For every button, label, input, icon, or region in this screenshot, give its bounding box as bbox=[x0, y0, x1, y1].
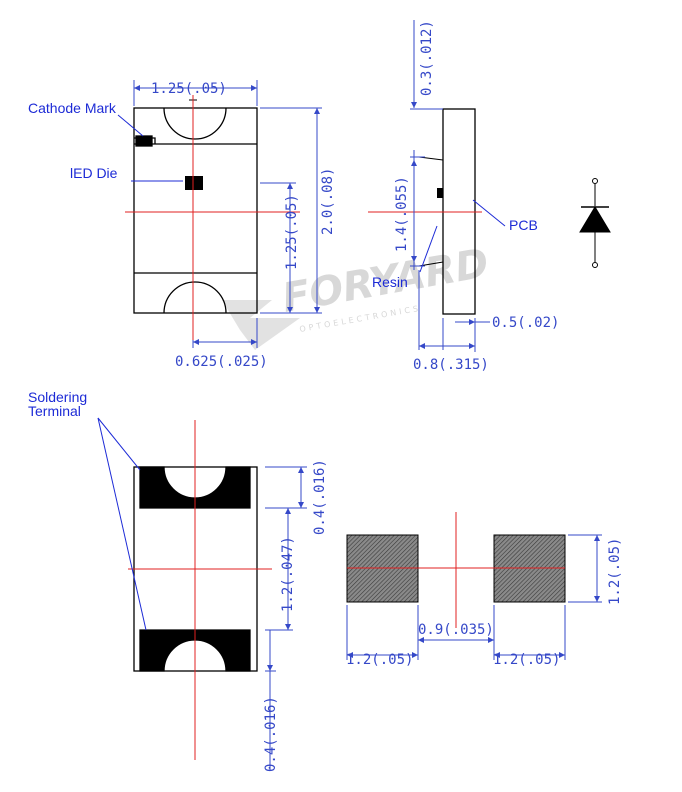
dim-side-pcb: 0.5(.02) bbox=[492, 315, 559, 331]
dim-top-width: 1.25(.05) bbox=[151, 81, 227, 97]
dim-side-total: 0.8(.315) bbox=[413, 357, 489, 373]
dim-height-right: 2.0(.08) bbox=[320, 168, 336, 235]
side-view-leaders bbox=[419, 199, 506, 273]
dim-bot-terminal-top: 0.4(.016) bbox=[312, 459, 328, 535]
pad-dimensions bbox=[346, 534, 602, 660]
dim-die-pos: 1.25(.05) bbox=[284, 194, 300, 270]
label-resin: Resin bbox=[372, 274, 408, 290]
top-view-dimensions bbox=[133, 80, 322, 348]
pad-layout bbox=[346, 534, 566, 603]
bottom-view-leaders bbox=[97, 417, 147, 631]
dim-side-gap: 0.3(.012) bbox=[419, 20, 435, 96]
dim-pad-height: 1.2(.05) bbox=[607, 538, 623, 605]
label-soldering-line1: Soldering bbox=[28, 389, 87, 405]
dim-pad-left: 1.2(.05) bbox=[346, 652, 413, 668]
top-view-leaders bbox=[117, 114, 183, 182]
bottom-view-centerlines bbox=[128, 420, 272, 760]
label-soldering-line2: Terminal bbox=[28, 403, 81, 419]
side-die bbox=[437, 188, 443, 198]
top-view bbox=[133, 96, 258, 314]
dim-side-die: 1.4(.055) bbox=[394, 176, 410, 252]
bottom-view-dimensions bbox=[265, 466, 307, 770]
dim-bot-gap: 1.2(.047) bbox=[280, 536, 296, 612]
side-view-dimensions bbox=[410, 20, 490, 352]
label-cathode-mark: Cathode Mark bbox=[28, 100, 117, 116]
dim-bot-terminal-bottom: 0.4(.016) bbox=[263, 696, 279, 772]
pad-centerlines bbox=[347, 512, 565, 628]
dim-pad-right: 1.2(.05) bbox=[493, 652, 560, 668]
solder-terminal-top bbox=[139, 466, 251, 509]
watermark: FORYARD OPTOELECTRONICS bbox=[222, 240, 492, 350]
dim-die-offset: 0.625(.025) bbox=[175, 354, 268, 370]
diode-symbol-icon bbox=[579, 178, 611, 268]
solder-terminal-bottom bbox=[139, 629, 251, 672]
cathode-mark bbox=[135, 135, 153, 147]
dim-pad-gap: 0.9(.035) bbox=[418, 622, 494, 638]
label-pcb: PCB bbox=[509, 217, 538, 233]
label-led-die: lED Die bbox=[70, 165, 118, 181]
top-view-centerlines bbox=[125, 95, 300, 345]
led-die bbox=[185, 176, 203, 190]
